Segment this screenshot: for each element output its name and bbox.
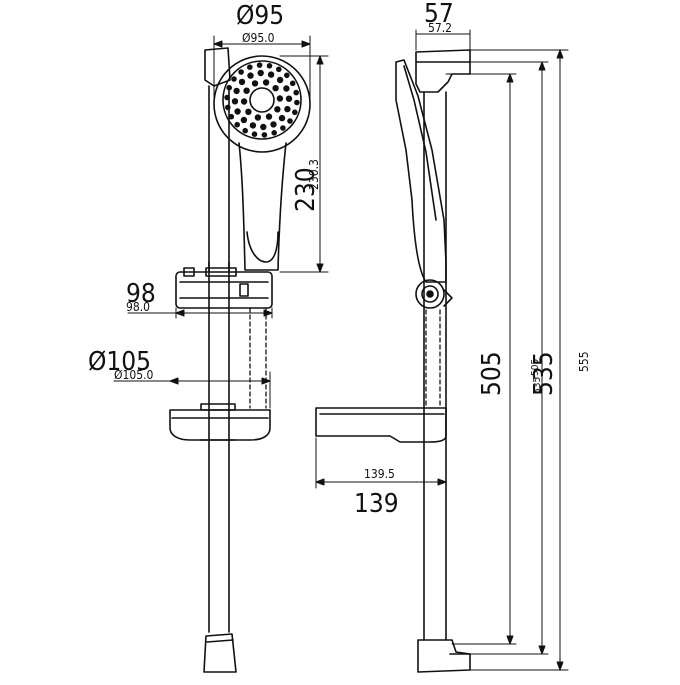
label-mid-length-small: 535: [532, 377, 543, 394]
label-dish-diameter: Ø105: [88, 347, 151, 377]
label-depth-small: 57.2: [428, 21, 452, 35]
nozzle-dot: [293, 89, 300, 96]
hand-shower: [213, 55, 311, 271]
label-projection-small: 139.5: [364, 467, 395, 481]
nozzle-dot: [233, 87, 240, 95]
shower-head-inner: [222, 60, 302, 140]
soap-dish: [169, 403, 271, 441]
front-top-bracket: [204, 47, 231, 87]
nozzle-dot: [262, 79, 270, 86]
side-top-bracket: [415, 49, 471, 93]
label-holder-width: 98: [126, 279, 156, 309]
front-view: [113, 35, 329, 673]
nozzle-dot: [224, 94, 230, 101]
label-dish-diameter-small: Ø105.0: [114, 368, 154, 382]
dim-head-diameter: [213, 35, 311, 101]
label-bar-length: 505: [477, 351, 507, 396]
nozzle-dot: [238, 78, 246, 86]
label-mid-length: 535: [529, 351, 559, 396]
nozzle-dot: [231, 76, 237, 82]
shower-head-outer: [213, 55, 311, 153]
label-head-length-small: 230.3: [307, 159, 321, 190]
nozzle-dot: [254, 114, 262, 121]
dim-total-length: [556, 49, 564, 671]
front-bottom-bracket: [203, 633, 237, 673]
nozzle-dot: [242, 127, 248, 134]
nozzle-dot: [234, 121, 240, 128]
nozzle-dot: [240, 116, 248, 124]
shower-head-center: [249, 87, 275, 113]
nozzle-dot: [251, 131, 258, 137]
dim-projection: [315, 437, 447, 489]
nozzle-dot: [256, 62, 263, 68]
nozzle-dot: [285, 95, 293, 102]
nozzle-dot: [274, 106, 281, 113]
side-hand-shower: [395, 59, 447, 283]
dim-head-length: [279, 55, 329, 273]
label-head-diameter: Ø95: [236, 1, 284, 31]
nozzle-dot: [283, 85, 290, 92]
label-projection: 139: [354, 489, 399, 519]
nozzle-dot: [272, 85, 279, 92]
label-head-length: 230: [291, 167, 321, 212]
dim-depth: [415, 29, 471, 51]
nozzle-dot: [245, 108, 252, 116]
side-hose: [425, 309, 441, 407]
nozzle-dot: [284, 72, 290, 79]
side-bottom-bracket: [417, 639, 471, 673]
nozzle-dot: [289, 80, 296, 87]
nozzle-dot: [294, 99, 300, 106]
nozzle-dot: [276, 76, 284, 84]
label-total-length: 555: [577, 351, 591, 372]
nozzle-dot: [261, 132, 268, 138]
nozzle-dot: [247, 64, 253, 70]
nozzle-dot: [266, 63, 273, 69]
nozzle-dot: [267, 71, 275, 78]
nozzle-dot: [280, 125, 286, 131]
nozzle-dot: [234, 108, 241, 115]
side-view: [315, 29, 569, 673]
nozzle-dot: [228, 113, 235, 120]
nozzle-dot: [225, 104, 231, 111]
nozzle-dot: [284, 105, 291, 113]
label-depth: 57: [424, 0, 454, 29]
nozzle-dot: [249, 122, 257, 129]
nozzle-dot: [292, 109, 298, 116]
nozzle-dot: [251, 80, 259, 87]
nozzle-dot: [247, 72, 254, 79]
dim-holder-width: [127, 307, 273, 319]
nozzle-dot: [287, 118, 293, 124]
dim-bar-length: [506, 73, 514, 645]
side-soap-dish: [315, 407, 447, 443]
side-holder: [415, 279, 453, 309]
nozzle-dot: [265, 113, 273, 120]
nozzle-dot: [271, 130, 278, 136]
nozzle-dot: [226, 84, 232, 91]
nozzle-dot: [231, 98, 239, 105]
nozzle-dot: [278, 114, 286, 122]
nozzle-dot: [257, 69, 264, 77]
nozzle-dot: [260, 123, 267, 131]
nozzle-dot: [243, 87, 250, 94]
dim-extension-lines: [445, 49, 569, 671]
dim-dish-diameter: [113, 371, 271, 409]
nozzle-dot: [240, 98, 248, 105]
label-head-diameter-small: Ø95.0: [242, 31, 275, 45]
label-bar-length-small: 505: [530, 359, 541, 376]
shower-hose: [249, 307, 267, 409]
nozzle-dot: [238, 69, 244, 75]
dim-mid-length: [538, 61, 546, 655]
nozzle-dot: [270, 121, 277, 128]
shower-handle: [238, 142, 287, 271]
nozzle-dot: [276, 66, 282, 73]
spray-nozzles: [224, 62, 300, 138]
label-holder-width-small: 98.0: [126, 300, 150, 314]
nozzle-dot: [276, 95, 284, 102]
slider-holder: [175, 261, 273, 309]
